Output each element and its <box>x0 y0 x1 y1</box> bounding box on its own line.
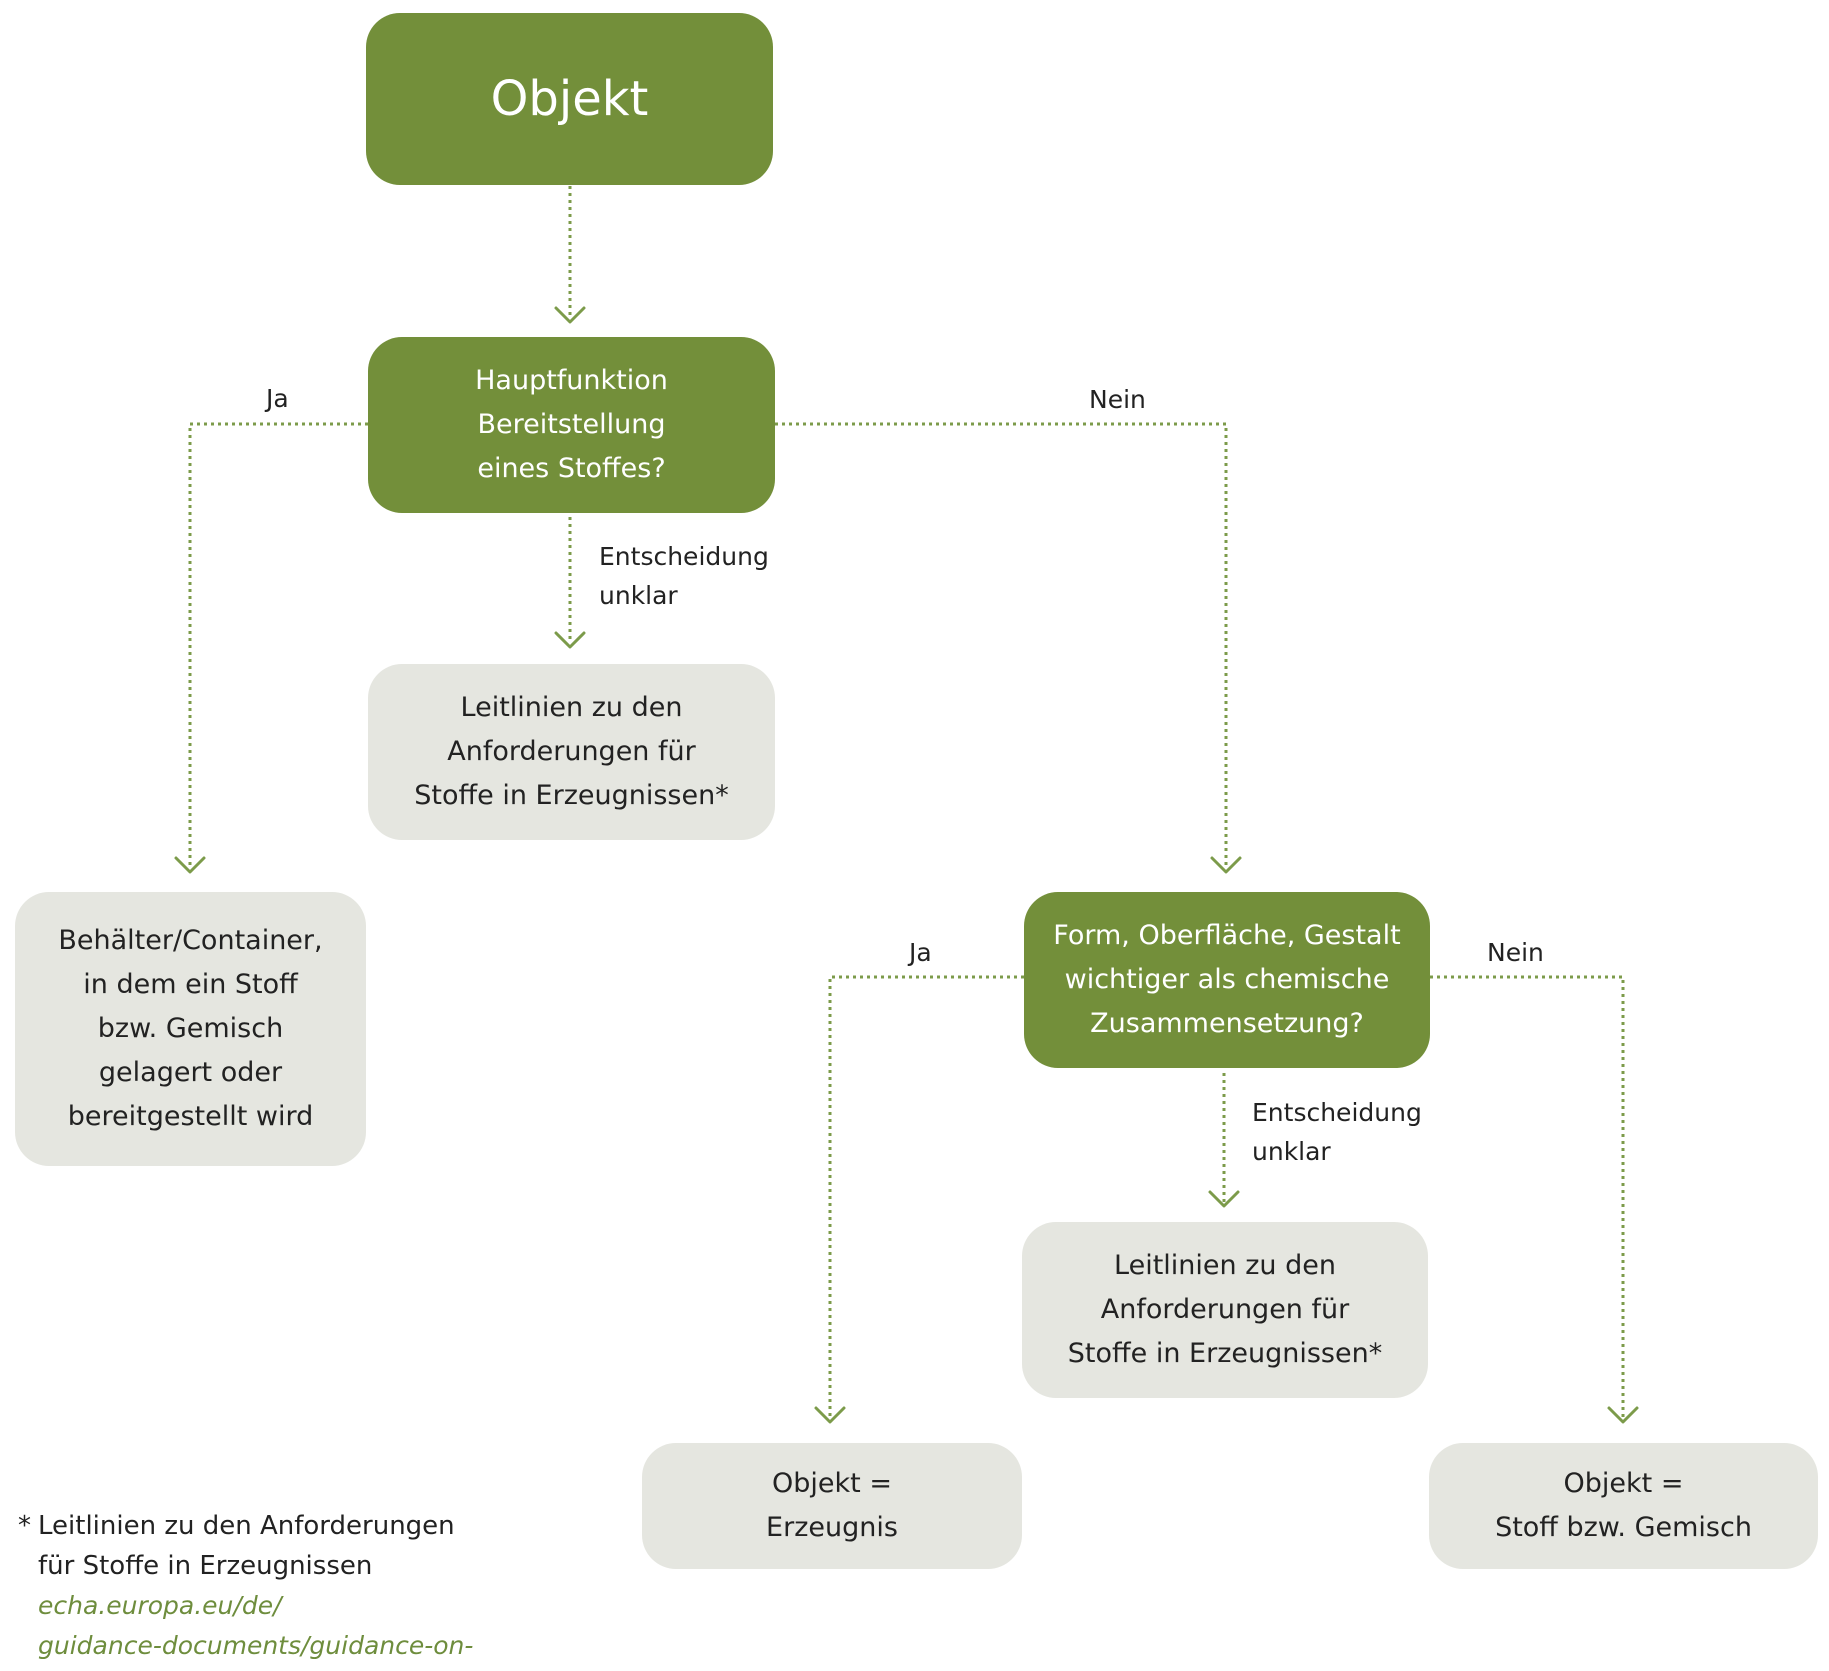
arrowhead-q1 <box>554 306 586 324</box>
arrowhead-guidance-2 <box>1208 1190 1240 1208</box>
footnote-marker: * <box>18 1511 31 1541</box>
arrowhead-stoff <box>1607 1406 1639 1424</box>
connector-q2-nein-to-stoff <box>1430 975 1625 1418</box>
arrowheads <box>174 306 1639 1424</box>
arrowhead-erzeugnis <box>814 1406 846 1424</box>
node-stoff-gemisch: Objekt = Stoff bzw. Gemisch <box>1429 1443 1818 1569</box>
label-q2-ja: Ja <box>909 938 932 967</box>
label-q1-nein: Nein <box>1089 385 1146 414</box>
footnote: * Leitlinien zu den Anforderungen für St… <box>18 1506 538 1671</box>
footnote-text: Leitlinien zu den Anforderungen für Stof… <box>38 1511 455 1581</box>
label-q1-ja: Ja <box>266 384 289 413</box>
connector-q1-nein-to-q2 <box>775 422 1228 868</box>
node-erzeugnis: Objekt = Erzeugnis <box>642 1443 1022 1569</box>
arrowhead-guidance-1 <box>554 631 586 649</box>
connector-q1-ja-to-container <box>188 422 368 868</box>
connector-q2-ja-to-erzeugnis <box>828 975 1024 1418</box>
node-objekt: Objekt <box>366 13 773 185</box>
arrowhead-container <box>174 856 206 874</box>
node-guidance-2: Leitlinien zu den Anforderungen für Stof… <box>1022 1222 1428 1398</box>
connectors <box>188 186 1625 1418</box>
arrowhead-q2 <box>1210 856 1242 874</box>
node-guidance-1: Leitlinien zu den Anforderungen für Stof… <box>368 664 775 840</box>
footnote-link[interactable]: echa.europa.eu/de/ guidance-documents/gu… <box>38 1591 474 1660</box>
node-q1-hauptfunktion: Hauptfunktion Bereitstellung eines Stoff… <box>368 337 775 513</box>
node-q2-form: Form, Oberfläche, Gestalt wichtiger als … <box>1024 892 1430 1068</box>
label-q1-unklar: Entscheidung unklar <box>599 542 769 610</box>
node-container: Behälter/Container, in dem ein Stoff bzw… <box>15 892 366 1166</box>
label-q2-nein: Nein <box>1487 938 1544 967</box>
label-q2-unklar: Entscheidung unklar <box>1252 1098 1422 1166</box>
